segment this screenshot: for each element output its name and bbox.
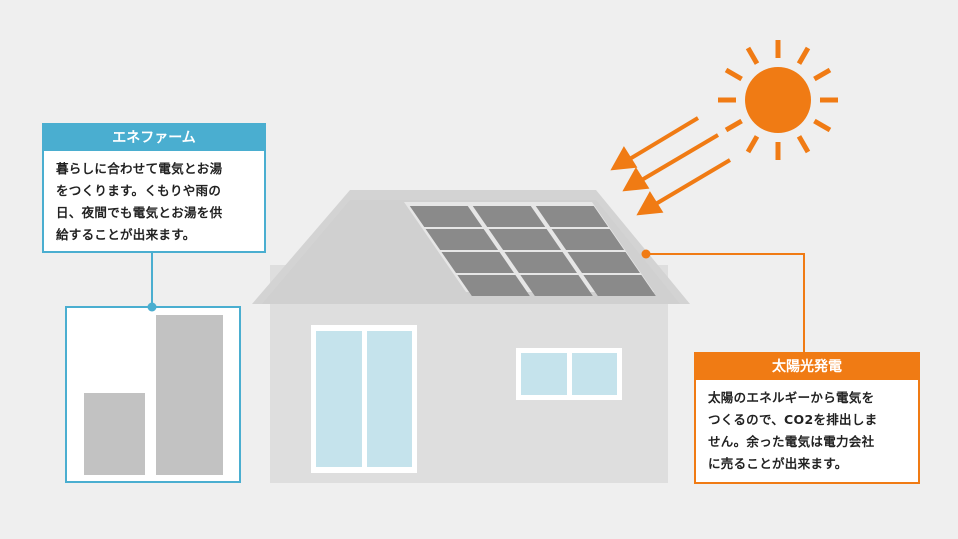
sun-ray: [724, 67, 743, 82]
side-window: [516, 348, 622, 400]
solar-panel-cell: [472, 206, 546, 227]
solar-line: つくるので、CO2を排出しま: [708, 412, 878, 427]
solar-panel-cell: [504, 252, 577, 273]
solar-panel-cell: [520, 275, 593, 296]
solar-panel-cell: [457, 275, 530, 296]
patio-window: [311, 325, 417, 473]
enefarm-line: 給することが出来ます。: [56, 227, 196, 242]
solar-panel-icon: [404, 202, 656, 296]
sun-ray: [813, 67, 832, 82]
sun-ray: [724, 118, 743, 133]
solar-panel-cell: [425, 229, 499, 250]
sun-ray: [813, 118, 832, 133]
enefarm-line: 暮らしに合わせて電気とお湯: [56, 161, 223, 176]
enefarm-callout: エネファーム 暮らしに合わせて電気とお湯 をつくります。くもりや雨の 日、夜間で…: [42, 123, 266, 253]
enefarm-description: 暮らしに合わせて電気とお湯 をつくります。くもりや雨の 日、夜間でも電気とお湯を…: [44, 151, 264, 246]
enefarm-line: 日、夜間でも電気とお湯を供: [56, 205, 223, 220]
solar-panel-cell: [535, 206, 609, 227]
enefarm-connector: [147, 253, 157, 312]
solar-panel-cell: [551, 229, 625, 250]
solar-panel-cell: [409, 206, 483, 227]
sun-ray: [796, 135, 811, 154]
solar-connector: [641, 249, 805, 352]
sun-icon: [718, 40, 838, 160]
solar-line: せん。余った電気は電力会社: [708, 434, 875, 449]
enefarm-title: エネファーム: [44, 125, 264, 151]
solar-line: に売ることが出来ます。: [708, 456, 848, 471]
solar-panel-cell: [488, 229, 562, 250]
enefarm-unit-icon: [65, 306, 241, 483]
solar-title: 太陽光発電: [696, 354, 918, 380]
solar-line: 太陽のエネルギーから電気を: [708, 390, 875, 405]
sun-ray: [745, 46, 760, 65]
sunlight-arrow-icon: [610, 116, 732, 216]
enefarm-line: をつくります。くもりや雨の: [56, 183, 222, 198]
sun-ray: [796, 46, 811, 65]
solar-callout: 太陽光発電 太陽のエネルギーから電気を つくるので、CO2を排出しま せん。余っ…: [694, 352, 920, 484]
solar-panel-cell: [441, 252, 514, 273]
sun-ray: [745, 135, 760, 154]
solar-description: 太陽のエネルギーから電気を つくるので、CO2を排出しま せん。余った電気は電力…: [696, 380, 918, 475]
solar-panel-cell: [567, 252, 640, 273]
solar-panel-cell: [583, 275, 656, 296]
